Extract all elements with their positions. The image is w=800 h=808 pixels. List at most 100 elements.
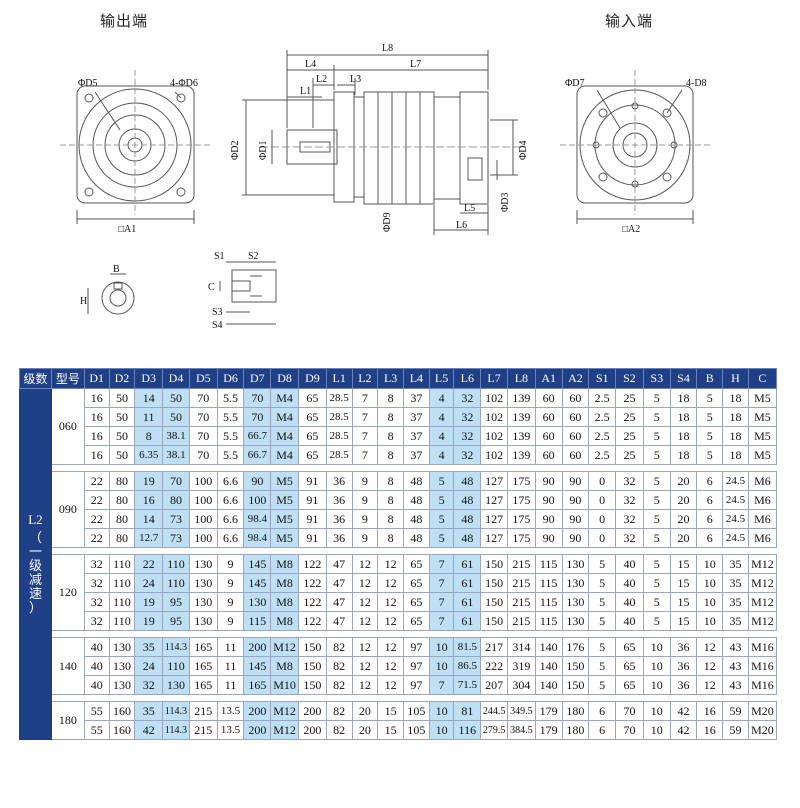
value-cell: 28.5 <box>325 445 353 465</box>
value-cell: M8 <box>270 592 299 612</box>
value-cell: 8 <box>377 426 404 446</box>
value-cell: 47 <box>325 592 353 612</box>
value-cell: 70 <box>243 407 272 427</box>
value-cell: 7 <box>351 445 379 465</box>
value-cell: 90 <box>534 528 563 548</box>
value-cell: 48 <box>403 490 430 510</box>
label-l2: L2 <box>316 74 327 85</box>
value-cell: 0 <box>588 528 617 548</box>
value-cell: 9 <box>216 611 245 631</box>
header-cell: C <box>747 368 778 389</box>
value-cell: 12 <box>351 656 379 676</box>
value-cell: 12 <box>377 573 404 593</box>
value-cell: 105 <box>403 701 430 721</box>
value-cell: 59 <box>722 720 749 740</box>
value-cell: 110 <box>162 554 190 574</box>
value-cell: 90 <box>561 471 590 491</box>
value-cell: 10 <box>428 701 455 721</box>
label-4-d6: 4-ΦD6 <box>170 78 198 89</box>
value-cell: 5.5 <box>216 445 245 465</box>
value-cell: 35 <box>722 611 749 631</box>
value-cell: 5 <box>588 573 617 593</box>
value-cell: 150 <box>480 573 508 593</box>
value-cell: 139 <box>506 445 536 465</box>
label-l7: L7 <box>410 59 421 70</box>
value-cell: 215 <box>188 701 218 721</box>
value-cell: 15 <box>669 592 698 612</box>
model-cell: 140 <box>50 637 85 695</box>
value-cell: 8 <box>377 490 404 510</box>
value-cell: 98.4 <box>243 509 272 529</box>
value-cell: 114.3 <box>162 701 190 721</box>
value-cell: 6.6 <box>216 471 245 491</box>
label-l1: L1 <box>300 86 311 97</box>
value-cell: 61 <box>453 554 482 574</box>
value-cell: 200 <box>243 637 272 657</box>
value-cell: 6.6 <box>216 490 245 510</box>
value-cell: 25 <box>615 388 644 408</box>
value-cell: 130 <box>561 592 590 612</box>
value-cell: M6 <box>747 528 778 548</box>
value-cell: 5 <box>588 656 617 676</box>
value-cell: 180 <box>561 701 590 721</box>
value-cell: 50 <box>162 388 190 408</box>
label-d5: ΦD5 <box>78 78 98 89</box>
value-cell: 24.5 <box>722 509 749 529</box>
value-cell: 24.5 <box>722 528 749 548</box>
level-sub-char: ） <box>28 600 42 615</box>
value-cell: 11 <box>216 637 245 657</box>
value-cell: 160 <box>108 701 136 721</box>
value-cell: M20 <box>747 720 778 740</box>
value-cell: 130 <box>561 573 590 593</box>
value-cell: M4 <box>270 388 299 408</box>
model-cell: 180 <box>50 701 85 740</box>
value-cell: M5 <box>270 528 299 548</box>
value-cell: 102 <box>480 445 508 465</box>
value-cell: 12 <box>351 573 379 593</box>
value-cell: 81 <box>453 701 482 721</box>
value-cell: 145 <box>243 554 272 574</box>
value-cell: 35 <box>134 637 164 657</box>
value-cell: 25 <box>615 407 644 427</box>
value-cell: 8 <box>377 407 404 427</box>
group-gap-row <box>20 547 777 555</box>
value-cell: 16 <box>83 445 110 465</box>
value-cell: 102 <box>480 407 508 427</box>
value-cell: 18 <box>669 445 698 465</box>
value-cell: 150 <box>480 554 508 574</box>
value-cell: 5 <box>642 509 671 529</box>
value-cell: 80 <box>108 528 136 548</box>
value-cell: 222 <box>480 656 508 676</box>
value-cell: 65 <box>403 573 430 593</box>
value-cell: 47 <box>325 573 353 593</box>
value-cell: 127 <box>480 509 508 529</box>
header-cell: D5 <box>188 368 218 389</box>
value-cell: 102 <box>480 426 508 446</box>
value-cell: 98.4 <box>243 528 272 548</box>
value-cell: 7 <box>428 675 455 695</box>
value-cell: 60 <box>561 407 590 427</box>
value-cell: 5 <box>428 509 455 529</box>
value-cell: 50 <box>108 426 136 446</box>
value-cell: 6 <box>588 720 617 740</box>
value-cell: 97 <box>403 675 430 695</box>
value-cell: 207 <box>480 675 508 695</box>
value-cell: 18 <box>722 426 749 446</box>
value-cell: 2.5 <box>588 407 617 427</box>
value-cell: 4 <box>428 426 455 446</box>
header-cell: 级数 <box>19 368 52 389</box>
value-cell: 10 <box>696 592 724 612</box>
group-gap-row <box>20 464 777 472</box>
value-cell: 139 <box>506 407 536 427</box>
value-cell: 60 <box>534 426 563 446</box>
output-flange-view <box>60 70 210 224</box>
value-cell: 2.5 <box>588 445 617 465</box>
value-cell: 5 <box>642 445 671 465</box>
value-cell: 200 <box>298 701 327 721</box>
value-cell: 32 <box>453 445 482 465</box>
group-gap <box>51 630 777 638</box>
value-cell: 8 <box>377 509 404 529</box>
